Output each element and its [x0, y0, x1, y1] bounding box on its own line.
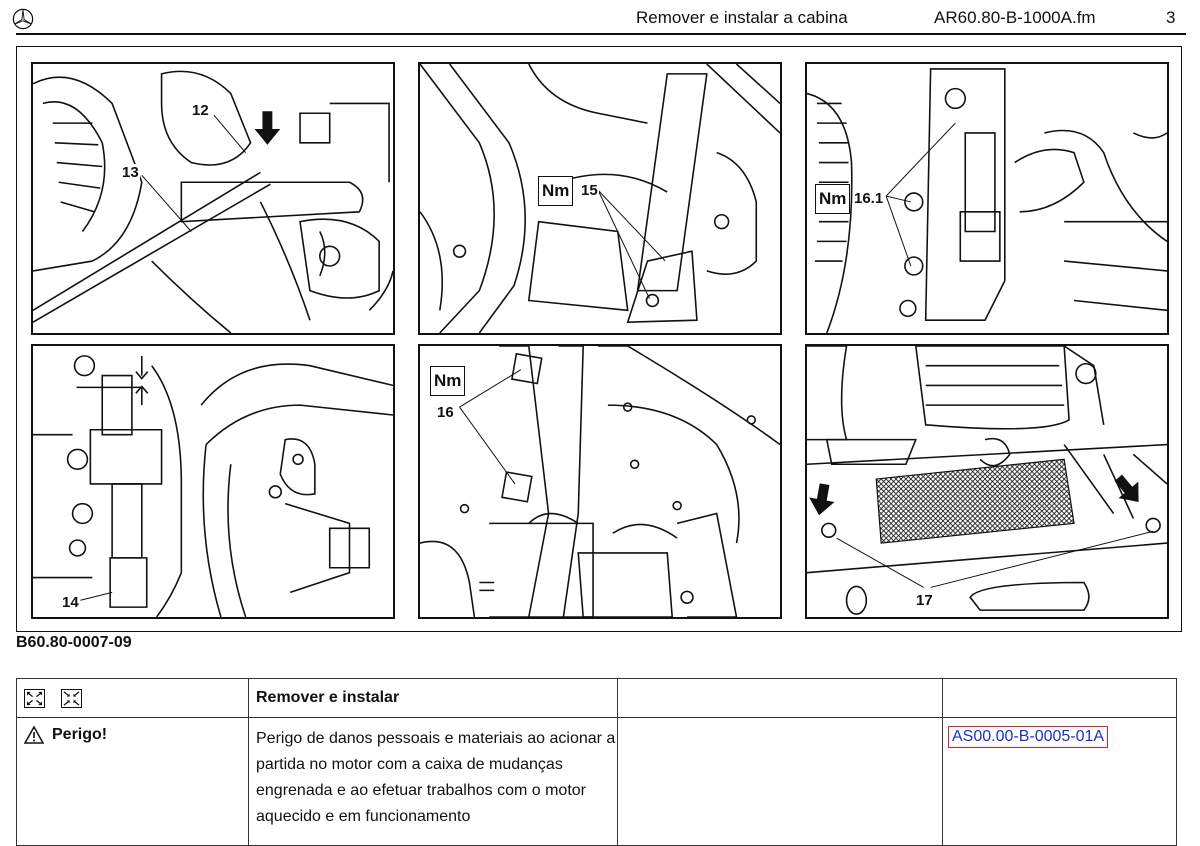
figure-panel-5: Nm 16 — [418, 344, 782, 619]
empty-cell — [942, 678, 1177, 718]
callout-13: 13 — [121, 164, 140, 181]
mercedes-star-icon — [12, 8, 34, 30]
torque-nm-box-2: Nm — [815, 184, 851, 214]
figure-panel-1: 12 13 — [31, 62, 395, 335]
figure-panel-6: 17 — [805, 344, 1169, 619]
torque-nm-box: Nm — [538, 176, 574, 206]
callout-12: 12 — [191, 102, 210, 119]
page-title: Remover e instalar a cabina — [636, 8, 848, 27]
danger-text-cell: Perigo de danos pessoais e materiais ao … — [248, 717, 618, 846]
arrow-down-icon — [254, 111, 281, 145]
figure-panel-4: 14 — [31, 344, 395, 619]
danger-label: Perigo! — [52, 726, 108, 743]
empty-cell — [617, 717, 943, 846]
action-icons-cell — [16, 678, 249, 718]
figure-frame — [16, 46, 1182, 632]
figure-panel-2: Nm 15 — [418, 62, 782, 335]
torque-nm-box-3: Nm — [430, 366, 466, 396]
install-arrows-icon — [61, 688, 83, 708]
document-code: AR60.80-B-1000A.fm — [934, 8, 1096, 27]
arrow-down-icon — [1114, 474, 1139, 502]
callout-17: 17 — [915, 592, 934, 609]
figure-id: B60.80-0007-09 — [16, 634, 132, 651]
reference-link[interactable]: AS00.00-B-0005-01A — [948, 726, 1109, 748]
callout-16: 16 — [436, 404, 455, 421]
danger-label-cell: Perigo! — [16, 717, 249, 846]
header-label-cell: Remover e instalar — [248, 678, 618, 718]
danger-text: Perigo de danos pessoais e materiais ao … — [256, 730, 616, 825]
arrow-down-icon — [809, 483, 835, 516]
danger-heading: Perigo! — [18, 726, 247, 744]
callout-15: 15 — [580, 182, 599, 199]
page-number: 3 — [1166, 8, 1176, 27]
warning-triangle-icon — [24, 726, 44, 744]
callout-14: 14 — [61, 594, 80, 611]
header-divider — [16, 33, 1186, 35]
reference-cell: AS00.00-B-0005-01A — [942, 717, 1177, 846]
empty-cell — [617, 678, 943, 718]
table-header-row: Remover e instalar — [16, 678, 1177, 718]
danger-row: Perigo! Perigo de danos pessoais e mater… — [16, 717, 1177, 846]
remove-arrows-icon — [24, 688, 45, 708]
callout-16-1: 16.1 — [853, 190, 885, 207]
info-table: Remover e instalar Perigo! Perigo de dan… — [16, 678, 1177, 846]
figure-panel-3: Nm 16.1 — [805, 62, 1169, 335]
section-heading: Remover e instalar — [256, 689, 400, 706]
